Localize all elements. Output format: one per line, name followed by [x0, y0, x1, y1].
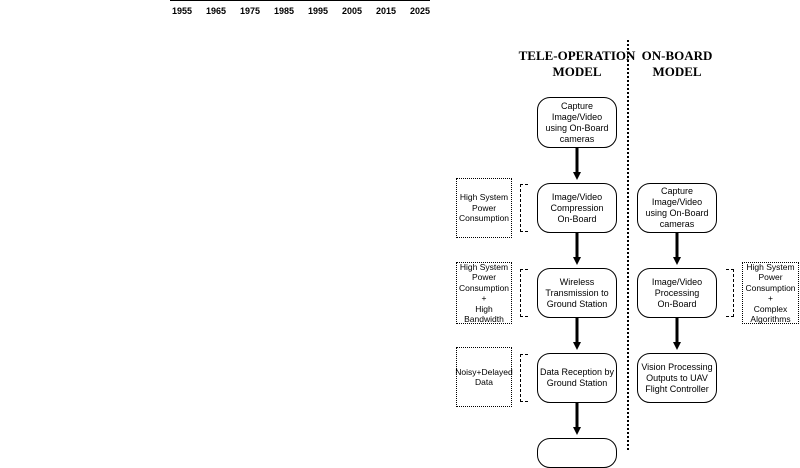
teleop-note-brace	[520, 184, 528, 232]
onboard-step-capture: Capture Image/Video using On-Board camer…	[637, 183, 717, 233]
teleop-step-capture: Capture Image/Video using On-Board camer…	[537, 97, 617, 148]
teleop-step-next	[537, 438, 617, 468]
onboard-note-algorithms: High System Power Consumption + Complex …	[742, 262, 799, 324]
teleop-step-reception: Data Reception by Ground Station	[537, 353, 617, 403]
onboard-heading: ON-BOARD MODEL	[641, 48, 713, 79]
teleop-note-bandwidth: High System Power Consumption + High Ban…	[456, 262, 512, 324]
teleop-step-compression: Image/Video Compression On-Board	[537, 183, 617, 233]
onboard-step-processing: Image/Video Processing On-Board	[637, 268, 717, 318]
flow-arrows	[573, 148, 681, 435]
onboard-step-outputs: Vision Processing Outputs to UAV Flight …	[637, 353, 717, 403]
teleop-heading: TELE-OPERATION MODEL	[518, 48, 636, 79]
timeline-tick: 2025	[409, 6, 431, 16]
onboard-note-brace	[726, 269, 734, 317]
timeline-axis	[170, 0, 430, 1]
timeline-tick: 1965	[205, 6, 227, 16]
teleop-note-brace	[520, 354, 528, 402]
teleop-step-transmission: Wireless Transmission to Ground Station	[537, 268, 617, 318]
teleop-note-brace	[520, 269, 528, 317]
model-divider	[627, 40, 629, 450]
timeline-tick: 1975	[239, 6, 261, 16]
timeline-tick: 2015	[375, 6, 397, 16]
timeline-tick: 2005	[341, 6, 363, 16]
teleop-note-noisy: Noisy+Delayed Data	[455, 347, 513, 407]
timeline-tick: 1995	[307, 6, 329, 16]
timeline-tick: 1985	[273, 6, 295, 16]
teleop-note-power: High System Power Consumption	[456, 178, 512, 238]
timeline-tick: 1955	[171, 6, 193, 16]
